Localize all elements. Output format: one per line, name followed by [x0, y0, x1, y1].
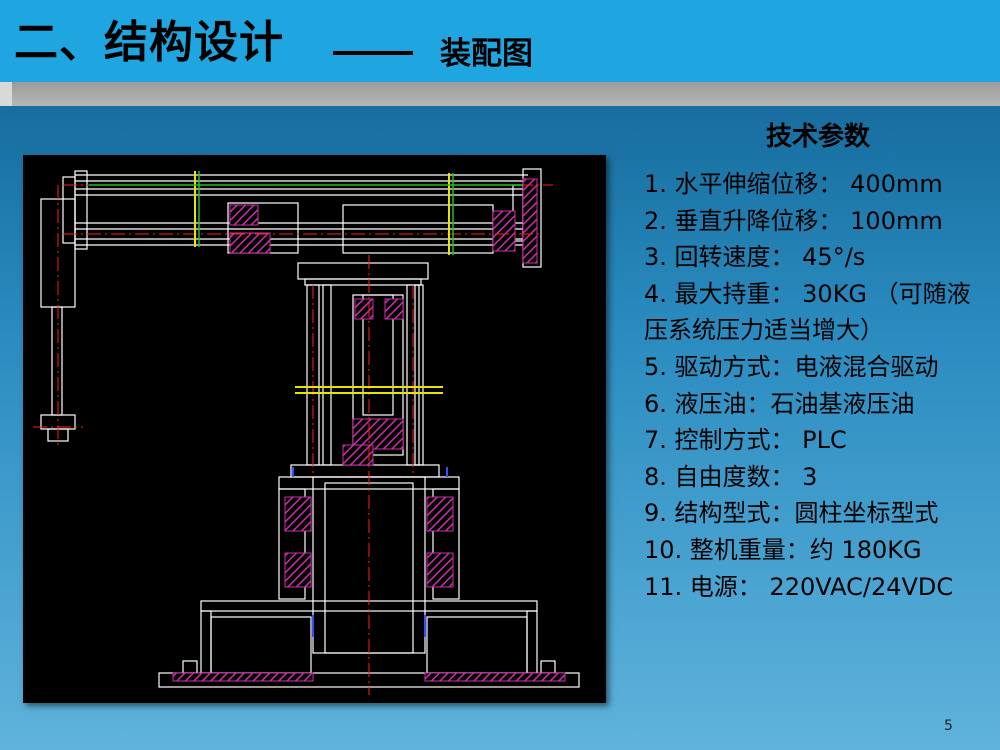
- param-item: 8. 自由度数： 3: [644, 462, 818, 491]
- assembly-drawing-svg: [33, 168, 580, 695]
- assembly-drawing: [23, 155, 606, 703]
- title-dash: [333, 51, 413, 55]
- slide-subtitle: 装配图: [440, 36, 533, 72]
- param-item: 3. 回转速度： 45°/s: [644, 243, 866, 272]
- param-item: 11. 电源： 220VAC/24VDC: [644, 572, 954, 601]
- divider-band: [0, 82, 1000, 106]
- title-bar: 二、结构设计 装配图: [0, 0, 1000, 82]
- param-item: 7. 控制方式： PLC: [644, 426, 847, 455]
- param-item: 4. 最大持重： 30KG （可随液压系统压力适当增大）: [644, 279, 971, 345]
- param-item: 2. 垂直升降位移： 100mm: [644, 206, 943, 235]
- param-item: 6. 液压油：石油基液压油: [644, 389, 915, 418]
- page-number: 5: [944, 718, 953, 734]
- params-heading: 技术参数: [766, 122, 871, 152]
- param-item: 1. 水平伸缩位移： 400mm: [644, 170, 943, 198]
- param-item: 5. 驱动方式：电液混合驱动: [644, 352, 939, 381]
- param-item: 9. 结构型式：圆柱坐标型式: [644, 499, 939, 528]
- params-list: 1. 水平伸缩位移： 400mm 2. 垂直升降位移： 100mm 3. 回转速…: [644, 166, 992, 605]
- slide-title: 二、结构设计: [14, 17, 284, 68]
- param-item: 10. 整机重量：约 180KG: [644, 535, 922, 564]
